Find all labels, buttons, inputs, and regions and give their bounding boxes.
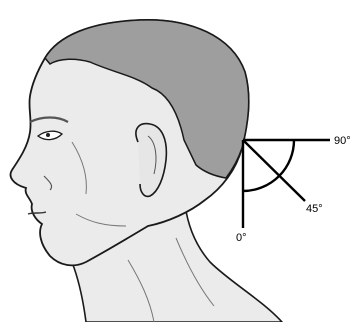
angle-label-45: 45° — [306, 203, 323, 215]
angle-label-90: 90° — [334, 135, 351, 147]
eye-pupil — [46, 133, 50, 137]
angle-label-0: 0° — [236, 232, 247, 244]
diagonal-line-45 — [243, 140, 305, 201]
